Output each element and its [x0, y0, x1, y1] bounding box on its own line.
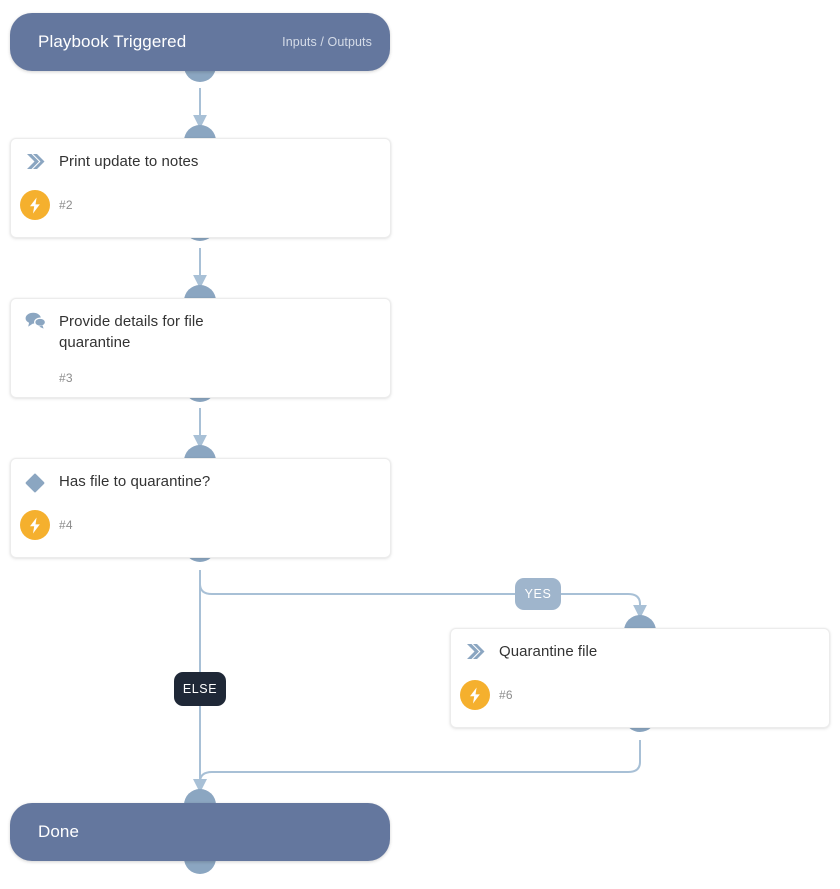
- node-playbook-triggered[interactable]: Playbook Triggered Inputs / Outputs: [10, 13, 390, 71]
- card-header: Provide details for file quarantine: [11, 299, 390, 354]
- node-number: #4: [59, 518, 73, 532]
- lightning-bolt-icon[interactable]: [460, 680, 490, 710]
- edge-step4-yes-to-step6: [199, 570, 647, 619]
- node-has-file-to-quarantine[interactable]: Has file to quarantine? #4: [10, 458, 391, 558]
- card-footer: #4: [11, 510, 390, 557]
- card-footer: #2: [11, 190, 390, 237]
- lightning-bolt-icon[interactable]: [20, 510, 50, 540]
- node-title: Print update to notes: [59, 153, 199, 170]
- edge-step6-to-done: [193, 740, 641, 793]
- edge-label-else[interactable]: ELSE: [174, 672, 226, 706]
- inputs-outputs-link[interactable]: Inputs / Outputs: [282, 35, 372, 49]
- card-footer: #6: [451, 680, 829, 727]
- node-title: Quarantine file: [499, 643, 598, 660]
- edge-label-text: ELSE: [182, 682, 218, 696]
- node-provide-details-for-file-quarantine[interactable]: Provide details for file quarantine #3: [10, 298, 391, 398]
- node-done[interactable]: Done: [10, 803, 390, 861]
- double-chevron-right-icon: [451, 629, 499, 660]
- badge-slot: [11, 190, 59, 220]
- badge-slot: [451, 680, 499, 710]
- double-chevron-right-icon: [11, 139, 59, 170]
- node-title: Has file to quarantine?: [59, 473, 211, 490]
- lightning-bolt-icon[interactable]: [20, 190, 50, 220]
- port-step2-in[interactable]: [184, 125, 216, 141]
- edge-label-text: YES: [524, 587, 552, 601]
- node-number: #6: [499, 688, 513, 702]
- port-step6-in[interactable]: [624, 615, 656, 631]
- card-header: Has file to quarantine?: [11, 459, 390, 494]
- node-quarantine-file[interactable]: Quarantine file #6: [450, 628, 830, 728]
- node-title: Playbook Triggered: [38, 32, 187, 51]
- card-header: Quarantine file: [451, 629, 829, 662]
- card-footer: #3: [11, 371, 390, 397]
- node-title: Provide details for file quarantine: [59, 313, 204, 352]
- speech-bubbles-icon: [11, 299, 59, 329]
- port-done-in[interactable]: [184, 789, 216, 805]
- node-title: Done: [38, 822, 80, 841]
- port-done-out[interactable]: [184, 858, 216, 874]
- card-header: Print update to notes: [11, 139, 390, 172]
- node-number: #3: [59, 371, 73, 385]
- badge-slot: [11, 510, 59, 540]
- node-number: #2: [59, 198, 73, 212]
- node-print-update-to-notes[interactable]: Print update to notes #2: [10, 138, 391, 238]
- port-step3-in[interactable]: [184, 285, 216, 301]
- port-step4-in[interactable]: [184, 445, 216, 461]
- diamond-icon: [11, 459, 59, 494]
- edge-label-yes[interactable]: YES: [515, 578, 561, 610]
